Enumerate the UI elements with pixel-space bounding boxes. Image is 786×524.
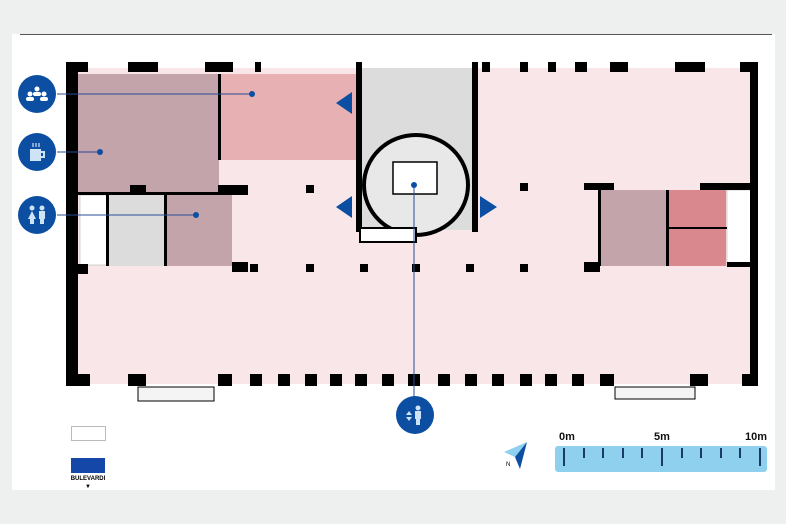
- shaft: [79, 194, 108, 266]
- scale-bar: [555, 446, 767, 472]
- street-arrow-icon: ▼: [85, 484, 91, 490]
- scale-tick: [739, 448, 742, 458]
- columns: [78, 183, 528, 274]
- svg-text:N: N: [506, 462, 510, 468]
- divider: [20, 34, 772, 35]
- meeting-room-area: [78, 74, 219, 192]
- scale-label-0: 0m: [559, 431, 575, 443]
- entrance-left: [137, 386, 215, 402]
- scale-label-5: 5m: [654, 431, 670, 443]
- bus-icon: [71, 458, 105, 473]
- scale-tick: [621, 448, 624, 458]
- meeting-room-2: [219, 74, 357, 160]
- restroom-icon: [28, 205, 45, 224]
- scale-tick: [700, 448, 703, 458]
- direction-arrow-icon: [336, 196, 352, 218]
- scale-tick: [680, 448, 683, 458]
- scale-tick: [661, 448, 663, 466]
- scale-tick: [582, 448, 585, 458]
- scale-label-10: 10m: [745, 431, 768, 443]
- legend-entrance-swatch: [71, 426, 106, 441]
- walls: [66, 62, 758, 386]
- scale-tick: [602, 448, 605, 458]
- poi-kitchen-button[interactable]: [18, 133, 56, 171]
- poi-meeting-room-button[interactable]: [18, 75, 56, 113]
- north-arrow-icon: N: [504, 442, 527, 469]
- scale-tick: [641, 448, 644, 458]
- street-label: BULEVARDI: [70, 476, 106, 482]
- scale-tick: [759, 448, 761, 466]
- elevator-icon: [406, 405, 421, 425]
- right-restrooms: [600, 190, 668, 266]
- entrance-right: [614, 386, 696, 400]
- poi-dots: [97, 91, 417, 218]
- poi-restrooms-button[interactable]: [18, 196, 56, 234]
- coffee-cup-icon: [30, 143, 45, 161]
- scale-tick: [719, 448, 722, 458]
- restroom-area: [166, 192, 232, 266]
- scale-tick: [563, 448, 565, 466]
- service-room: [108, 192, 166, 266]
- direction-arrow-icon: [480, 196, 497, 218]
- leader-lines: [57, 93, 415, 397]
- poi-elevator-button[interactable]: [396, 396, 434, 434]
- people-group-icon: [26, 86, 48, 101]
- direction-arrow-icon: [336, 92, 352, 114]
